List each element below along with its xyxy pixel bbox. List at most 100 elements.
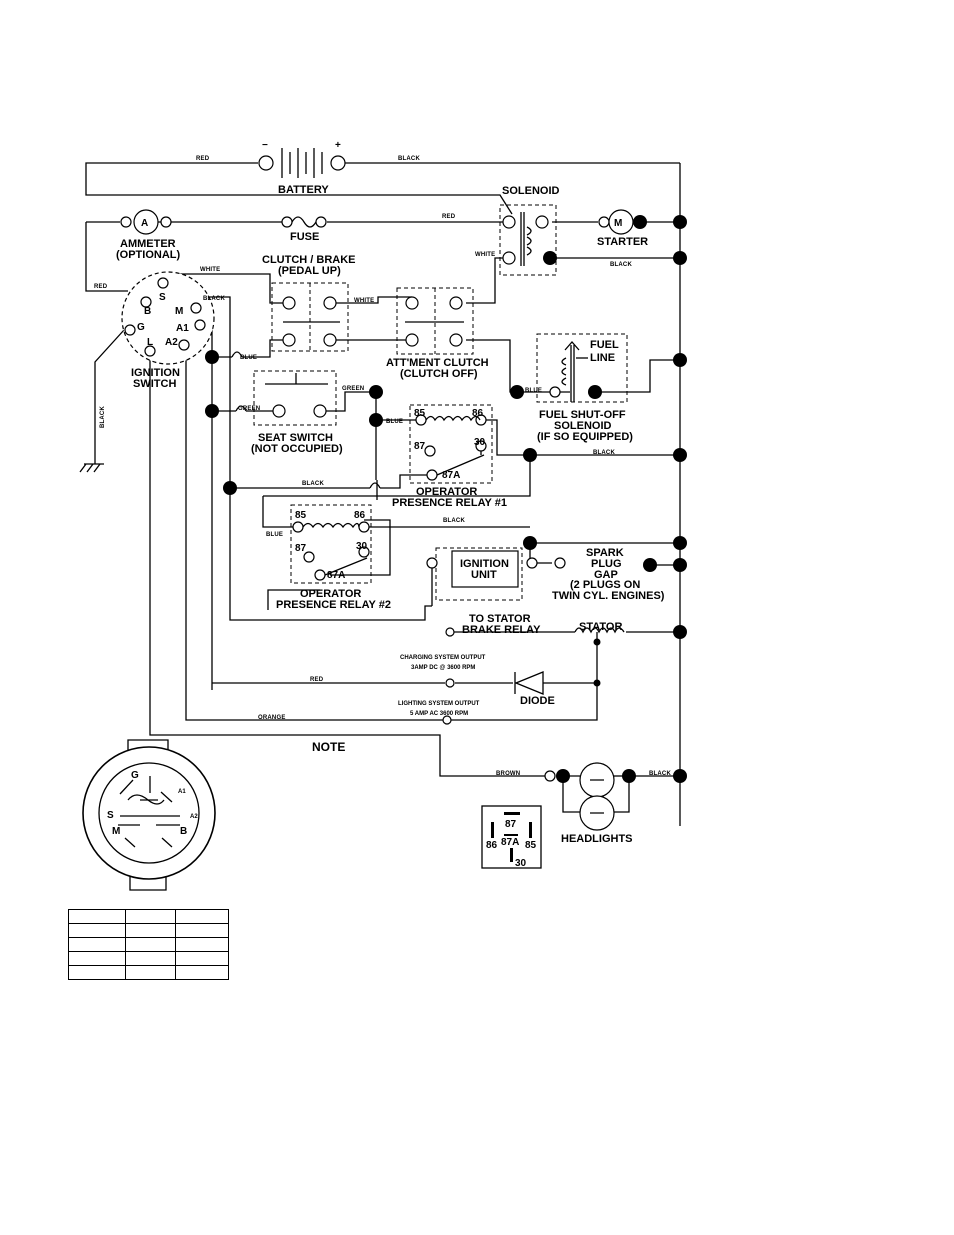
label-lighting-2: 5 AMP AC 3600 RPM [410, 711, 468, 717]
label-lighting-1: LIGHTING SYSTEM OUTPUT [398, 701, 480, 707]
headlights [544, 762, 636, 831]
relay2-pin-87a: 87A [327, 570, 345, 581]
table-cell [175, 923, 229, 938]
battery: − + [258, 140, 346, 178]
fuel-shutoff-solenoid [510, 333, 628, 403]
label-relay2-1: OPERATOR [300, 588, 361, 600]
label-starter: STARTER [597, 236, 648, 248]
wire-label-blue-fuel: BLUE [525, 388, 542, 394]
relay2-pin-30: 30 [356, 541, 368, 552]
table-cell [68, 937, 126, 952]
operator-presence-relay-1: 85 86 87 30 87A [409, 404, 493, 484]
battery-negative-mark: − [262, 140, 268, 151]
label-stator: STATOR [579, 621, 622, 633]
wire-label-black-relay2: BLACK [443, 518, 465, 524]
starter: M [598, 209, 647, 235]
ammeter-symbol: A [141, 218, 148, 229]
clutch-brake-switch [271, 282, 349, 352]
socket-pin-86: 86 [486, 840, 498, 851]
wire-label-red-switch: RED [94, 284, 108, 290]
ignition-terminal-a2: A2 [165, 337, 178, 348]
wire-label-black-relay1: BLACK [593, 450, 615, 456]
table-cell [68, 951, 126, 966]
relay1-pin-30: 30 [474, 437, 486, 448]
ignition-terminal-a1: A1 [176, 323, 189, 334]
wire-label-white-clutch: WHITE [354, 298, 374, 304]
label-diode: DIODE [520, 695, 555, 707]
label-plug: PLUG [591, 558, 622, 570]
table-row [68, 909, 229, 924]
socket-pin-87a: 87A [501, 837, 519, 848]
wire-label-white-solenoid: WHITE [475, 252, 495, 258]
table-cell [125, 951, 176, 966]
relay1-pin-87a: 87A [442, 470, 460, 481]
plug-terminal-b: B [180, 826, 187, 837]
label-attment-clutch-note: (CLUTCH OFF) [400, 368, 478, 380]
table-row [68, 923, 229, 938]
label-clutch-brake-note: (PEDAL UP) [278, 265, 341, 277]
socket-pin-85: 85 [525, 840, 537, 851]
wire-label-orange: ORANGE [258, 715, 286, 721]
table-row [68, 937, 229, 952]
charging-test-point [442, 678, 455, 725]
wire-label-red-fuse: RED [442, 214, 456, 220]
plug-terminal-g: G [131, 770, 139, 781]
label-ignition-unit-1: IGNITION [460, 558, 509, 570]
table-cell [175, 965, 229, 980]
table-cell [125, 937, 176, 952]
wire-label-black-starter: BLACK [610, 262, 632, 268]
ignition-terminal-m: M [175, 306, 183, 317]
wire-label-black-battery: BLACK [398, 156, 420, 162]
wire-label-green-seat: GREEN [342, 386, 364, 392]
label-fuel: FUEL [590, 339, 619, 351]
wire-label-brown: BROWN [496, 771, 520, 777]
wire-label-blue-relay2: BLUE [266, 532, 283, 538]
label-headlights: HEADLIGHTS [561, 833, 633, 845]
label-brake-relay: BRAKE RELAY [462, 624, 541, 636]
label-relay2-2: PRESENCE RELAY #2 [276, 599, 391, 611]
wire-label-black-headlights: BLACK [649, 771, 671, 777]
battery-positive-mark: + [335, 140, 341, 151]
label-fuel-equipped: (IF SO EQUIPPED) [537, 431, 633, 443]
relay2-pin-85: 85 [295, 510, 307, 521]
ignition-terminal-l: L [147, 337, 153, 348]
label-clutch-brake: CLUTCH / BRAKE [262, 254, 356, 266]
wire-label-red-battery: RED [196, 156, 210, 162]
label-twin-cyl: TWIN CYL. ENGINES) [552, 590, 665, 602]
wiring [79, 162, 681, 826]
table-cell [175, 909, 229, 924]
label-note: NOTE [312, 740, 345, 754]
label-relay1-1: OPERATOR [416, 486, 477, 498]
socket-pin-30: 30 [515, 858, 527, 869]
label-switch: SWITCH [133, 378, 176, 390]
table-row [68, 951, 229, 966]
operator-presence-relay-2: 85 86 87 30 87A [290, 504, 372, 584]
label-fuel-solenoid: SOLENOID [554, 420, 612, 432]
label-spark: SPARK [586, 547, 624, 559]
label-to-stator: TO STATOR [469, 613, 531, 625]
wire-label-black-mid: BLACK [302, 481, 324, 487]
ignition-switch: B S M A1 A2 L G [121, 271, 215, 365]
label-relay1-2: PRESENCE RELAY #1 [392, 497, 507, 509]
wire-label-red-charging: RED [310, 677, 324, 683]
motor-symbol: M [614, 218, 622, 229]
plug-terminal-m: M [112, 826, 120, 837]
wire-label-blue-relay1: BLUE [386, 419, 403, 425]
plug-terminal-s: S [107, 810, 114, 821]
label-fuse: FUSE [290, 231, 319, 243]
wire-label-green-left: GREEN [238, 406, 260, 412]
solenoid [499, 204, 557, 276]
table-cell [68, 923, 126, 938]
table-cell [68, 909, 126, 924]
label-plugs-on: (2 PLUGS ON [570, 579, 640, 591]
table-cell [125, 965, 176, 980]
plug-terminal-a1: A1 [178, 789, 186, 795]
wire-label-white-switch: WHITE [200, 267, 220, 273]
relay-socket-diagram: 87 87A 86 85 30 [481, 805, 542, 869]
label-charging-2: 3AMP DC @ 3600 RPM [411, 665, 475, 671]
wire-label-blue-a2: BLUE [240, 355, 257, 361]
label-ignition: IGNITION [131, 367, 180, 379]
label-ignition-unit-2: UNIT [471, 569, 497, 581]
diode [514, 671, 544, 695]
label-ammeter-note: (OPTIONAL) [116, 249, 180, 261]
